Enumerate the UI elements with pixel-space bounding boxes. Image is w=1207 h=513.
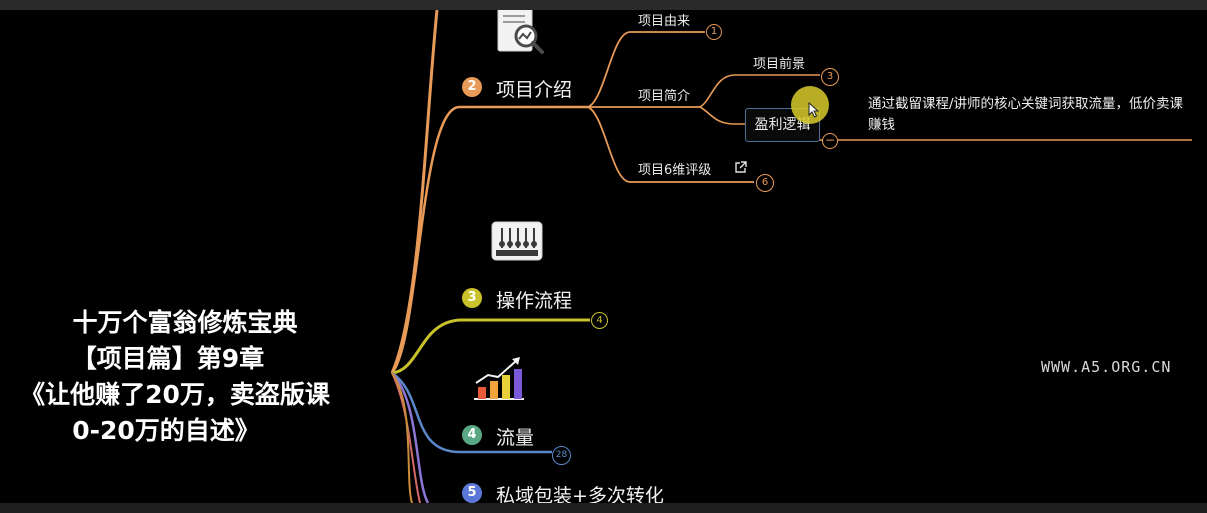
child-rating-label[interactable]: 项目6维评级 bbox=[638, 163, 712, 178]
connector-rating bbox=[587, 106, 754, 183]
child-rating-count[interactable]: 6 bbox=[756, 174, 774, 192]
connector-b5 bbox=[391, 372, 430, 503]
top-bar bbox=[0, 0, 1207, 10]
bar-chart-growth-icon bbox=[472, 355, 526, 405]
child-origin-count[interactable]: 1 bbox=[706, 24, 722, 40]
branch-2-label[interactable]: 项目介绍 bbox=[496, 79, 573, 101]
video-title-line-3: 《让他赚了20万，卖盗版课 bbox=[20, 380, 330, 409]
branch-5-label[interactable]: 私域包装+多次转化 bbox=[496, 485, 664, 507]
video-title-line-1: 十万个富翁修炼宝典 bbox=[72, 308, 298, 337]
connector-to-top bbox=[390, 10, 439, 374]
connector-prospect bbox=[699, 74, 820, 108]
branch-4-number-badge: 4 bbox=[462, 425, 482, 445]
branch-3-count[interactable]: 4 bbox=[591, 312, 608, 329]
branch-3-number-badge: 3 bbox=[462, 288, 482, 308]
video-title-line-4: 0-20万的自述》 bbox=[72, 416, 260, 445]
child-prospect-count[interactable]: 3 bbox=[821, 68, 839, 86]
branch-4-count[interactable]: 28 bbox=[552, 446, 571, 465]
child-origin-label[interactable]: 项目由来 bbox=[638, 14, 691, 29]
child-intro-label[interactable]: 项目简介 bbox=[638, 89, 691, 104]
video-title-line-2: 【项目篇】第9章 bbox=[71, 344, 265, 373]
child-prospect-label[interactable]: 项目前景 bbox=[753, 57, 806, 72]
connector-origin bbox=[587, 31, 705, 108]
connector-b4 bbox=[391, 371, 552, 454]
document-search-icon bbox=[495, 5, 549, 60]
abacus-icon bbox=[490, 220, 544, 266]
profit-logic-note: 通过截留课程/讲师的核心关键词获取流量，低价卖课赚钱 bbox=[868, 96, 1184, 133]
watermark: WWW.A5.ORG.CN bbox=[1041, 358, 1172, 376]
connector-extra-red bbox=[391, 372, 421, 503]
branch-4-label[interactable]: 流量 bbox=[496, 427, 535, 449]
mindmap-connectors bbox=[390, 10, 1192, 503]
child-profit-collapse-toggle[interactable]: − bbox=[822, 133, 838, 149]
connector-b2 bbox=[391, 105, 588, 374]
branch-5-number-badge: 5 bbox=[462, 483, 482, 503]
mindmap-canvas: 十万个富翁修炼宝典 【项目篇】第9章 《让他赚了20万，卖盗版课 0-20万的自… bbox=[0, 5, 1207, 507]
cursor-icon bbox=[808, 101, 820, 122]
connector-extra-gold bbox=[391, 372, 413, 503]
connector-profit bbox=[699, 106, 745, 125]
branch-2-number-badge: 2 bbox=[462, 77, 482, 97]
bottom-bar bbox=[0, 503, 1207, 513]
branch-3-label[interactable]: 操作流程 bbox=[496, 290, 573, 312]
connector-b3 bbox=[391, 318, 590, 375]
external-link-icon[interactable] bbox=[734, 159, 747, 178]
